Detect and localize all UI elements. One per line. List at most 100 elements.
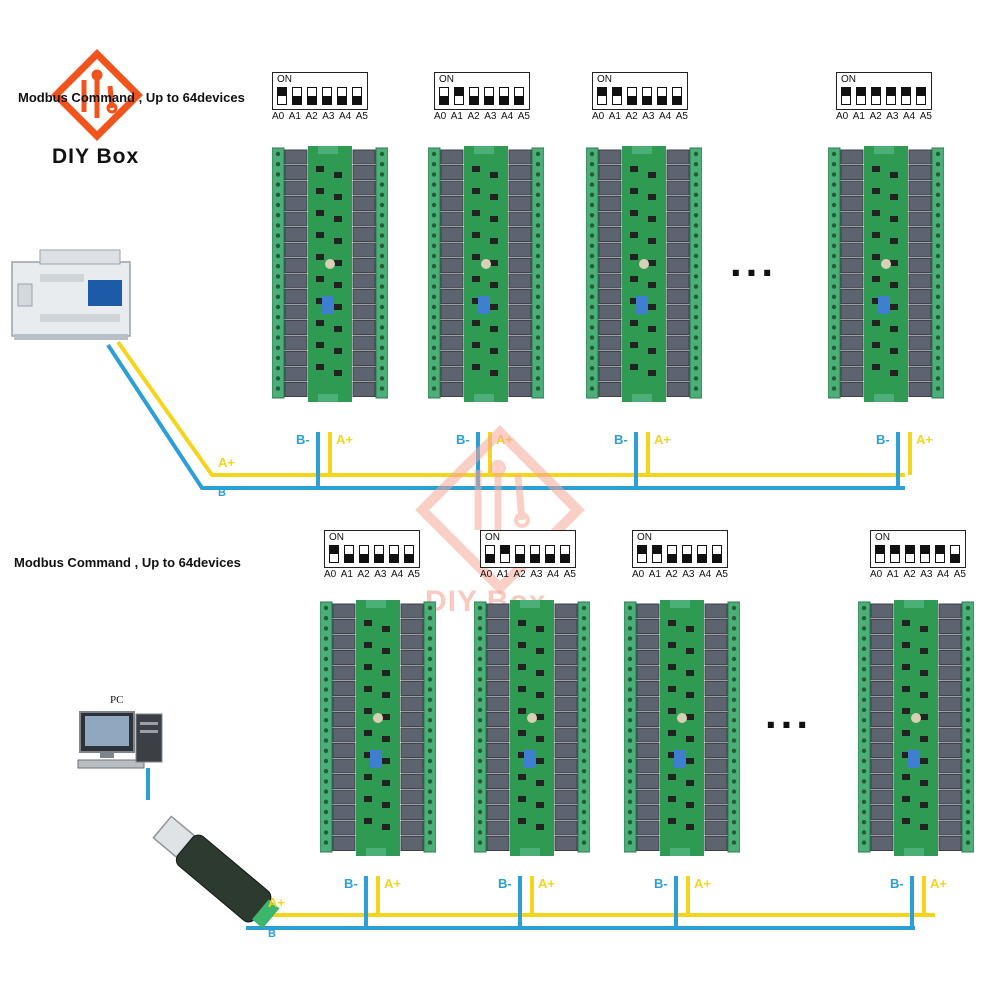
- relay: [284, 351, 308, 366]
- ic-chip: [382, 736, 390, 742]
- terminal-strip-right: [423, 601, 436, 853]
- terminal-screw: [589, 315, 595, 320]
- terminal-screw: [431, 386, 437, 391]
- terminal-screw: [323, 738, 329, 743]
- terminal-screw: [323, 605, 329, 611]
- terminal-screw: [427, 616, 433, 621]
- relay: [332, 665, 356, 681]
- relay: [440, 366, 464, 382]
- relay: [908, 227, 932, 242]
- terminal-screw: [935, 294, 941, 299]
- dip-switch-a5: [352, 87, 362, 105]
- terminal-screw: [861, 779, 867, 784]
- ic-chip: [490, 194, 498, 200]
- terminal-screw: [581, 687, 587, 692]
- dip-switch-a0: [277, 87, 287, 105]
- terminal-screw: [427, 840, 433, 845]
- terminal-screw: [275, 192, 281, 197]
- terminal-screw: [831, 366, 837, 371]
- relay: [666, 149, 690, 165]
- terminal-screw: [693, 192, 699, 197]
- dip-pin-label: A1: [496, 569, 509, 580]
- terminal-screw: [535, 243, 541, 248]
- relay: [352, 227, 376, 242]
- ic-chip: [472, 320, 480, 326]
- dip-pin-label: A0: [480, 569, 493, 580]
- terminal-screw: [431, 335, 437, 340]
- relay: [870, 681, 894, 696]
- terminal-screw: [581, 677, 587, 682]
- relay: [400, 774, 424, 789]
- terminal-screw: [693, 325, 699, 330]
- relay: [508, 196, 532, 211]
- b-minus-label: B-: [614, 432, 628, 447]
- power-connector: [366, 600, 386, 608]
- terminal-screw: [965, 820, 971, 825]
- terminal-screw: [627, 626, 633, 631]
- ic-chip: [648, 216, 656, 222]
- terminal-screw: [323, 626, 329, 631]
- terminal-screw: [431, 162, 437, 167]
- ic-chip: [920, 626, 928, 632]
- relay: [284, 227, 308, 242]
- relay: [870, 789, 894, 805]
- relay: [440, 242, 464, 258]
- terminal-screw: [627, 687, 633, 692]
- relay: [636, 743, 660, 758]
- dip-switch-box: ON: [836, 72, 932, 110]
- terminal-screw: [427, 758, 433, 764]
- led-indicator: [881, 259, 891, 269]
- terminal-screw: [589, 284, 595, 289]
- terminal-screw: [831, 294, 837, 299]
- terminal-screw: [379, 304, 385, 310]
- terminal-screw: [379, 192, 385, 197]
- terminal-screw: [731, 758, 737, 764]
- dip-pin-label: A3: [530, 569, 543, 580]
- terminal-screw: [477, 769, 483, 774]
- ic-chip: [872, 232, 880, 238]
- dip-switch-knob: [921, 546, 929, 554]
- relay: [598, 227, 622, 242]
- ic-chip: [490, 216, 498, 222]
- relay: [598, 320, 622, 335]
- terminal-screw: [965, 799, 971, 804]
- relay: [636, 820, 660, 836]
- dip-pin-label: A2: [513, 569, 526, 580]
- terminal-screw: [935, 345, 941, 350]
- dip-pin-label: A3: [920, 569, 933, 580]
- dip-on-label: ON: [875, 532, 890, 543]
- relay: [908, 211, 932, 227]
- terminal-screw: [965, 626, 971, 631]
- relay: [598, 211, 622, 227]
- dip-pin-label: A3: [322, 111, 335, 122]
- terminal-strip-right: [961, 601, 974, 853]
- relay: [400, 650, 424, 665]
- terminal-screw: [379, 213, 385, 218]
- ic-chip: [648, 348, 656, 354]
- dip-pin-label: A2: [869, 111, 882, 122]
- terminal-screw: [731, 799, 737, 804]
- terminal-screw: [965, 830, 971, 835]
- b-minus-label: B-: [890, 876, 904, 891]
- terminal-screw: [379, 294, 385, 299]
- relay: [840, 304, 864, 320]
- ic-chip: [364, 774, 372, 780]
- relay: [400, 836, 424, 851]
- terminal-screw: [693, 355, 699, 361]
- ic-chip: [668, 818, 676, 824]
- terminal-screw: [627, 769, 633, 774]
- ic-chip: [472, 188, 480, 194]
- relay: [636, 836, 660, 851]
- relay: [704, 665, 728, 681]
- relay: [704, 805, 728, 820]
- dip-on-label: ON: [597, 74, 612, 85]
- relay: [598, 149, 622, 165]
- terminal-screw: [581, 636, 587, 641]
- dip-pin-label: A3: [886, 111, 899, 122]
- terminal-screw: [589, 162, 595, 167]
